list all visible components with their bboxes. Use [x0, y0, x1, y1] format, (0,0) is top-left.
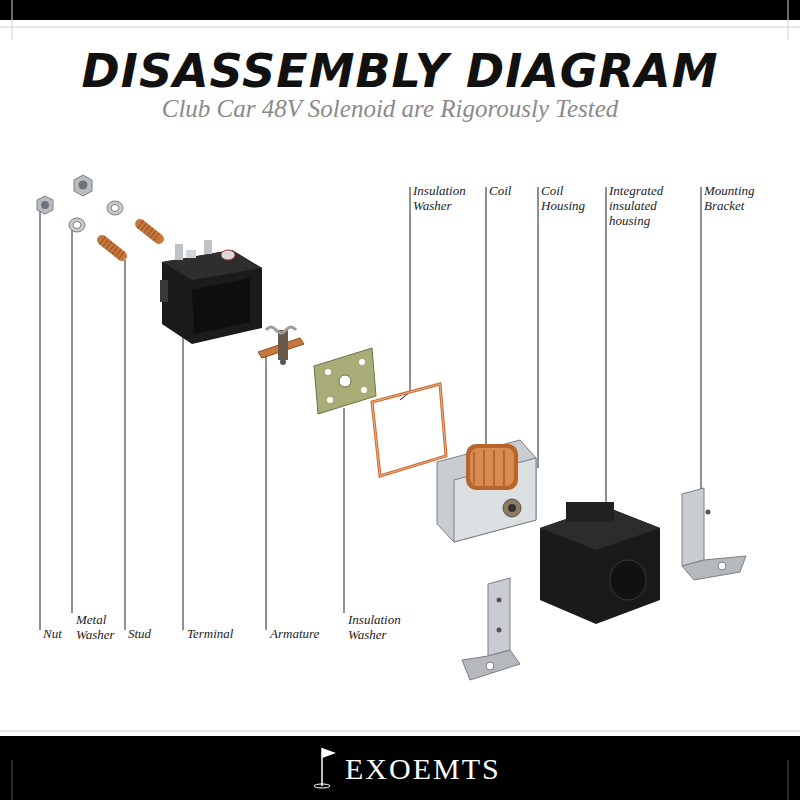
terminal-cap: [160, 240, 262, 344]
insulation-plate: [314, 348, 376, 414]
nuts: [37, 175, 92, 214]
coil-housing: [437, 440, 536, 542]
part-label: Coil: [489, 183, 529, 198]
part-label: Metal Washer: [76, 612, 124, 642]
studs: [102, 224, 159, 256]
part-label: Stud: [128, 626, 172, 641]
part-label: Nut: [43, 626, 73, 641]
logo-flag: [314, 748, 336, 788]
part-label: Terminal: [187, 626, 259, 641]
insulation-gasket: [372, 384, 446, 476]
metal-washers: [69, 201, 123, 232]
part-label: Integrated insulated housing: [609, 183, 681, 228]
mounting-brackets: [462, 488, 746, 680]
integrated-housing: [540, 502, 660, 624]
part-label: Insulation Washer: [348, 612, 418, 642]
part-label: Coil Housing: [541, 183, 599, 213]
part-label: Insulation Washer: [413, 183, 475, 213]
brand-logo: EXOEMTS: [345, 752, 501, 786]
part-label: Armature: [270, 626, 340, 641]
armature: [258, 327, 304, 365]
part-label: Mounting Bracket: [704, 183, 770, 213]
diagram-title: DISASSEMBLY DIAGRAM: [0, 44, 800, 98]
diagram-caption: Club Car 48V Solenoid are Rigorously Tes…: [0, 95, 780, 123]
leader-lines: [40, 187, 701, 630]
